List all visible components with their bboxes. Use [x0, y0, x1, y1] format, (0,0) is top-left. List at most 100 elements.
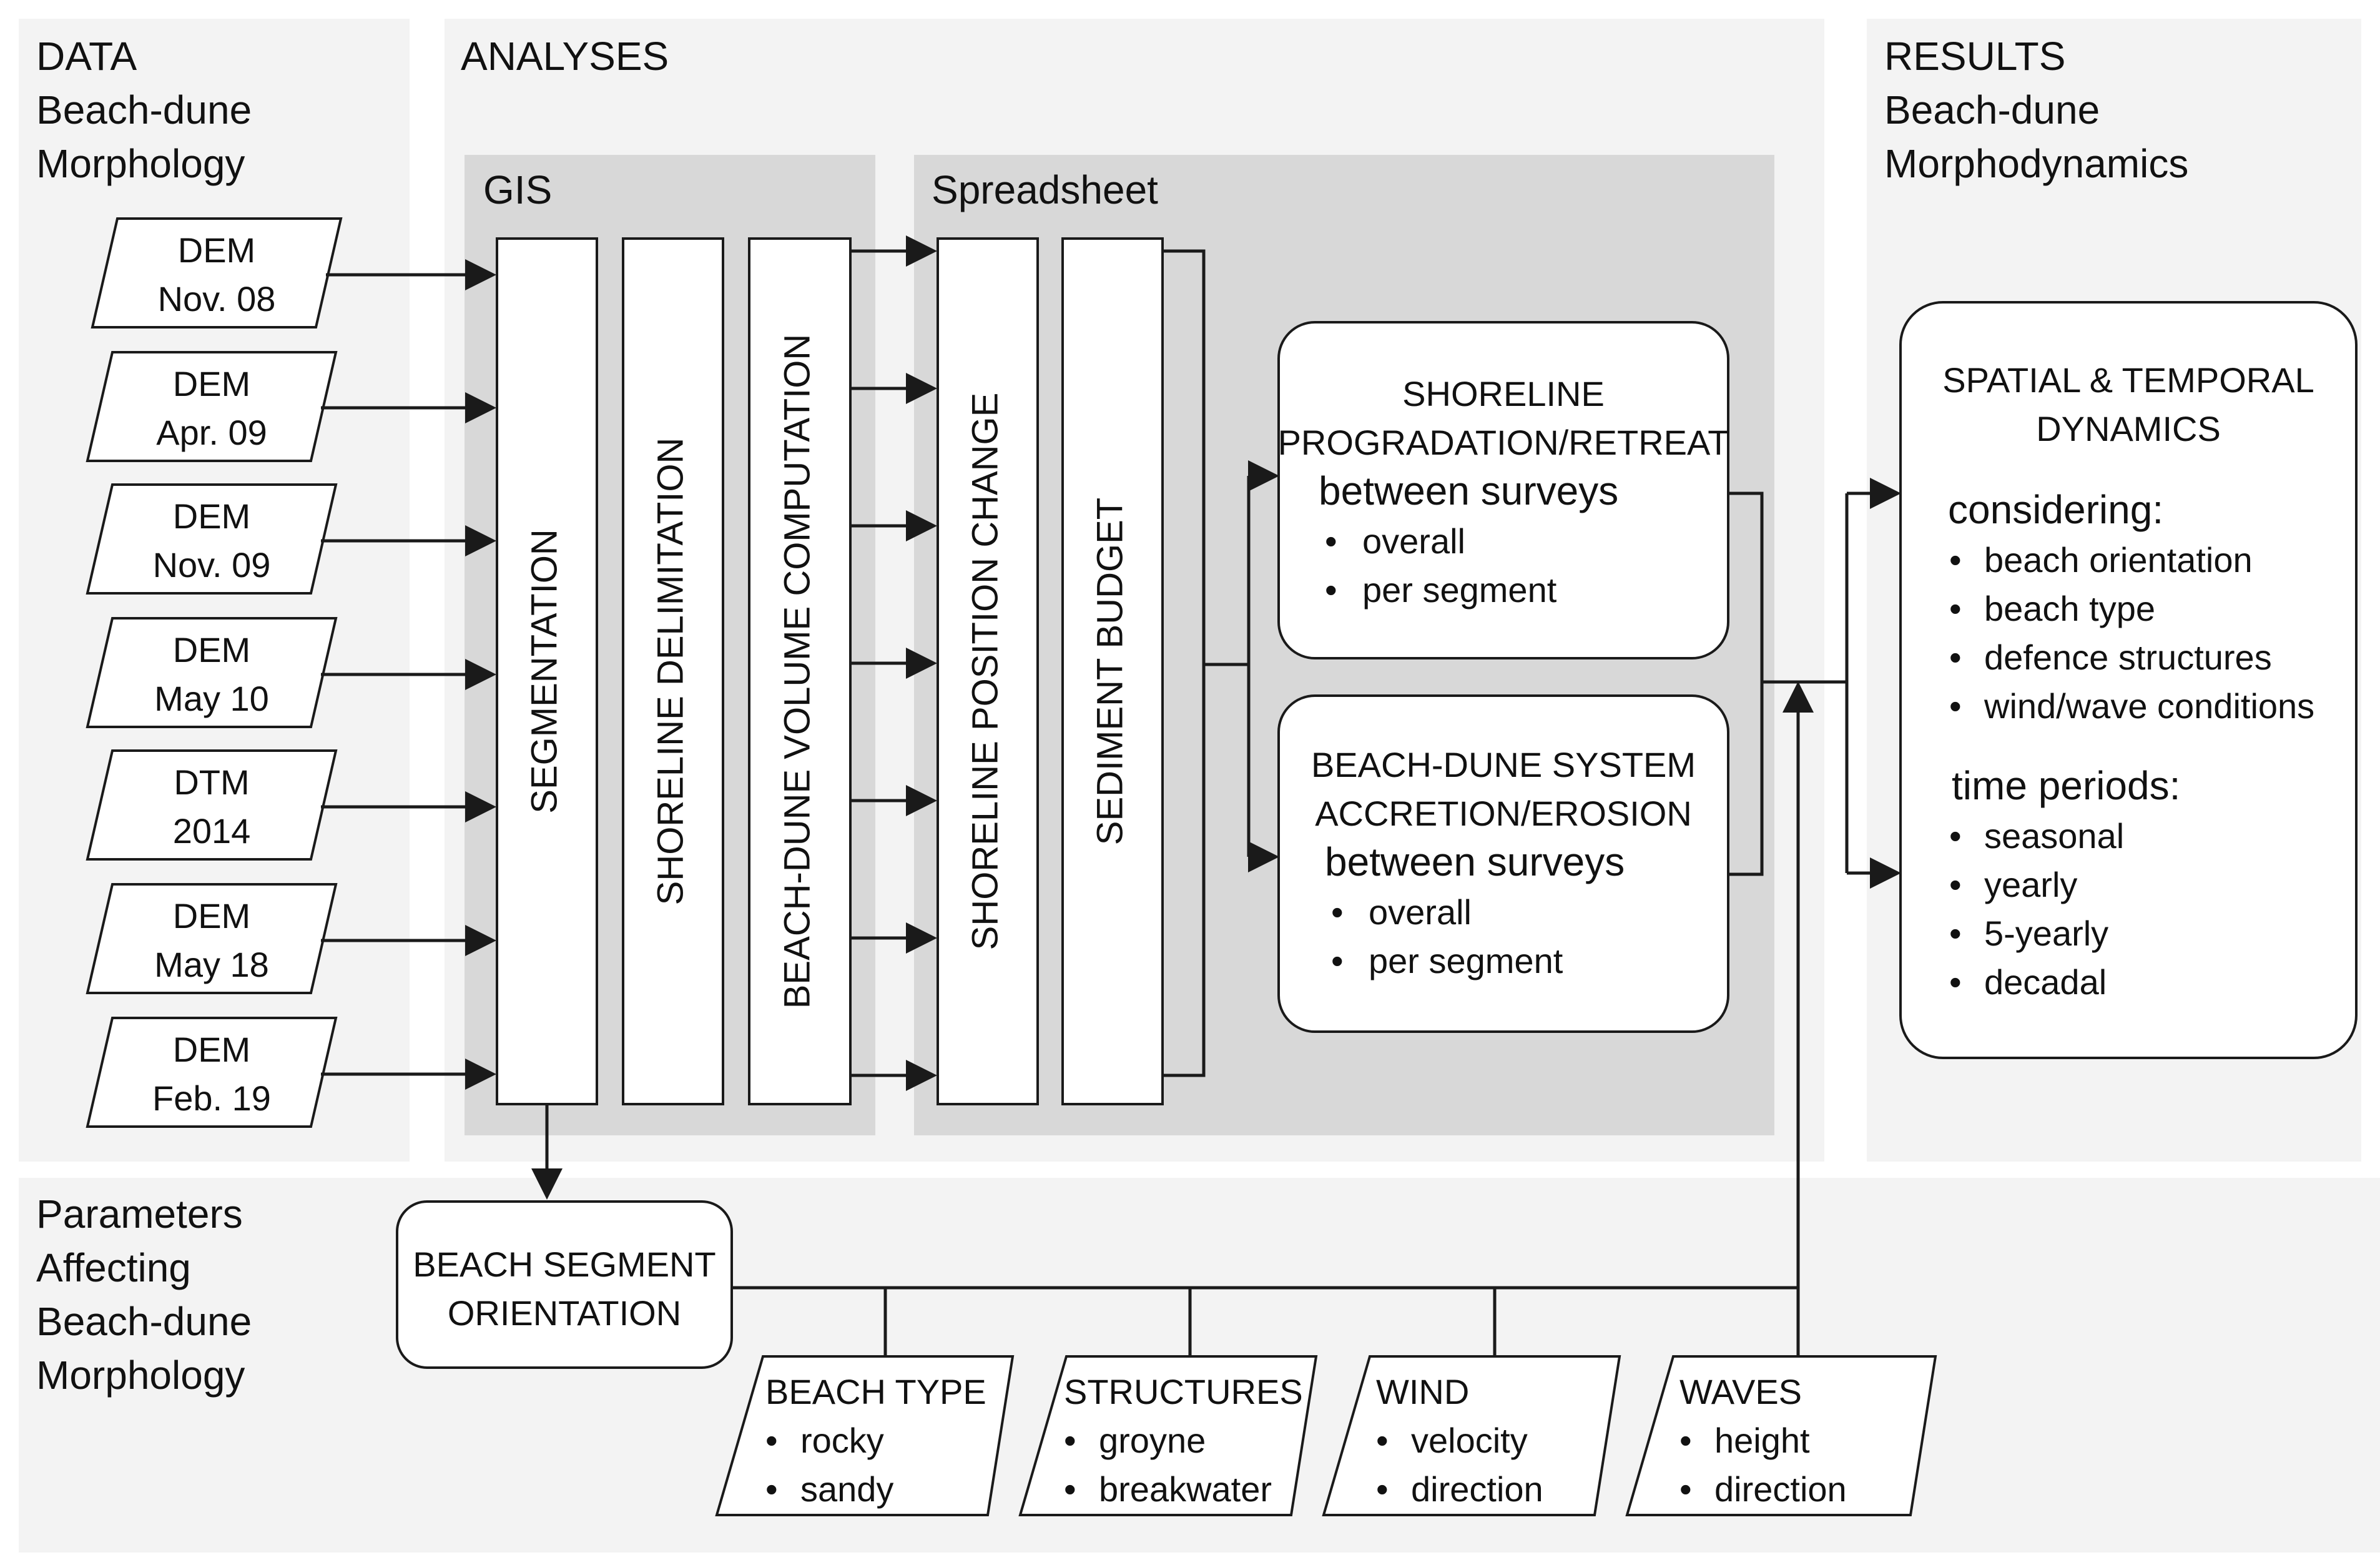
considering-item: beach orientation	[1984, 540, 2253, 580]
data-input: DEM Nov. 09	[86, 483, 338, 595]
data-title-line1: DATA	[36, 34, 137, 79]
data-input-type: DEM	[178, 230, 255, 270]
shoreline-change-box: SHORELINE PROGRADATION/RETREAT between s…	[1277, 321, 1729, 659]
segmentation-label: SEGMENTATION	[524, 529, 564, 813]
factor-item: velocity	[1411, 1421, 1528, 1460]
factor-wind: WIND • velocity • direction	[1322, 1355, 1621, 1516]
shoreline-position-change-label: SHORELINE POSITION CHANGE	[965, 393, 1005, 950]
parameters-title-line1: Parameters	[36, 1192, 243, 1237]
sediment-budget-step: SEDIMENT BUDGET	[1061, 237, 1164, 1105]
bullet-icon: •	[765, 1469, 778, 1509]
shoreline-box-item: per segment	[1362, 570, 1557, 610]
results-bracket-connector	[1728, 478, 1901, 889]
data-input: DEM Nov. 08	[91, 217, 343, 328]
considering-item: beach type	[1984, 589, 2155, 628]
beach-box-item: overall	[1369, 892, 1472, 932]
bullet-icon: •	[1376, 1469, 1389, 1509]
volume-computation-label: BEACH-DUNE VOLUME COMPUTATION	[777, 334, 817, 1009]
shoreline-delimitation-label: SHORELINE DELIMITATION	[650, 438, 691, 906]
gis-title: GIS	[483, 167, 552, 212]
data-input-date: Feb. 19	[152, 1079, 271, 1118]
bullet-icon: •	[1376, 1421, 1389, 1460]
considering-item: defence structures	[1984, 638, 2272, 677]
volume-computation-step: BEACH-DUNE VOLUME COMPUTATION	[748, 237, 852, 1105]
parameters-title-line3: Beach-dune	[36, 1299, 252, 1344]
parameters-title-line2: Affecting	[36, 1245, 191, 1290]
beach-segment-orientation-box: BEACH SEGMENT ORIENTATION	[396, 1200, 733, 1369]
shoreline-box-item: overall	[1362, 521, 1465, 561]
data-input: DTM 2014	[86, 749, 338, 861]
bullet-icon: •	[1949, 962, 1962, 1002]
results-title-line3: Morphodynamics	[1884, 141, 2188, 186]
factor-structures: STRUCTURES • groyne • breakwater	[1018, 1355, 1318, 1516]
spreadsheet-title: Spreadsheet	[932, 167, 1158, 212]
period-item: decadal	[1984, 962, 2107, 1002]
factor-item: breakwater	[1099, 1469, 1272, 1509]
bullet-icon: •	[1949, 589, 1962, 628]
bullet-icon: •	[1949, 865, 1962, 904]
bullet-icon: •	[1949, 914, 1962, 953]
data-arrows	[321, 259, 496, 1090]
results-title-line2: Beach-dune	[1884, 87, 2100, 132]
factor-title: STRUCTURES	[1064, 1372, 1303, 1411]
data-section-title: DATA Beach-dune Morphology	[36, 34, 252, 186]
shoreline-delimitation-step: SHORELINE DELIMITATION	[622, 237, 724, 1105]
results-title-line1: RESULTS	[1884, 34, 2065, 79]
factor-title: WAVES	[1679, 1372, 1802, 1411]
orientation-line2: ORIENTATION	[448, 1293, 681, 1333]
period-item: 5-yearly	[1984, 914, 2108, 953]
factor-title: BEACH TYPE	[765, 1372, 986, 1411]
factor-item: sandy	[800, 1469, 893, 1509]
data-input: DEM Apr. 09	[86, 351, 338, 462]
factor-item: rocky	[800, 1421, 884, 1460]
spatial-temporal-dynamics-box: SPATIAL & TEMPORAL DYNAMICS considering:…	[1899, 301, 2358, 1059]
data-input-type: DEM	[173, 896, 250, 936]
beach-box-title: BEACH-DUNE SYSTEM	[1311, 745, 1696, 784]
bullet-icon: •	[1325, 570, 1337, 610]
bullet-icon: •	[1949, 638, 1962, 677]
data-title-line3: Morphology	[36, 141, 245, 186]
bullet-icon: •	[1949, 540, 1962, 580]
period-item: seasonal	[1984, 816, 2124, 856]
data-input-type: DTM	[174, 763, 249, 802]
sediment-budget-label: SEDIMENT BUDGET	[1089, 498, 1130, 845]
parameter-connectors	[531, 681, 1814, 1356]
factor-item: direction	[1714, 1469, 1847, 1509]
data-input: DEM May 18	[86, 883, 338, 994]
factor-item: groyne	[1099, 1421, 1206, 1460]
data-input-date: 2014	[173, 811, 251, 851]
factor-title: WIND	[1376, 1372, 1469, 1411]
beach-box-between: between surveys	[1325, 839, 1625, 884]
bullet-icon: •	[1331, 941, 1344, 980]
factor-item: direction	[1411, 1469, 1543, 1509]
gis-to-spreadsheet-arrows	[850, 235, 937, 1091]
beach-box-item: per segment	[1369, 941, 1563, 980]
data-input-date: May 10	[154, 679, 269, 718]
data-input: DEM Feb. 19	[86, 1017, 338, 1128]
bullet-icon: •	[1331, 892, 1344, 932]
shoreline-box-between: between surveys	[1319, 468, 1618, 513]
data-input-date: Nov. 08	[158, 279, 276, 318]
factor-waves: WAVES • height • direction	[1625, 1355, 1937, 1516]
bullet-icon: •	[1064, 1421, 1076, 1460]
dynamics-box-subtitle: DYNAMICS	[2036, 409, 2221, 448]
factor-item: height	[1714, 1421, 1810, 1460]
considering-item: wind/wave conditions	[1984, 686, 2314, 726]
beach-box-subtitle: ACCRETION/EROSION	[1315, 794, 1692, 833]
analyses-title: ANALYSES	[461, 34, 669, 79]
bullet-icon: •	[765, 1421, 778, 1460]
time-periods-label: time periods:	[1952, 763, 2180, 808]
data-input: DEM May 10	[86, 617, 338, 728]
considering-label: considering:	[1948, 487, 2163, 532]
factor-beach-type: BEACH TYPE • rocky • sandy	[715, 1355, 1015, 1516]
data-input-type: DEM	[173, 364, 250, 403]
shoreline-position-change-step: SHORELINE POSITION CHANGE	[937, 237, 1039, 1105]
bullet-icon: •	[1949, 686, 1962, 726]
data-input-date: May 18	[154, 945, 269, 984]
data-input-date: Nov. 09	[153, 545, 271, 585]
bullet-icon: •	[1064, 1469, 1076, 1509]
parameters-title-line4: Morphology	[36, 1353, 245, 1398]
bullet-icon: •	[1325, 521, 1337, 561]
